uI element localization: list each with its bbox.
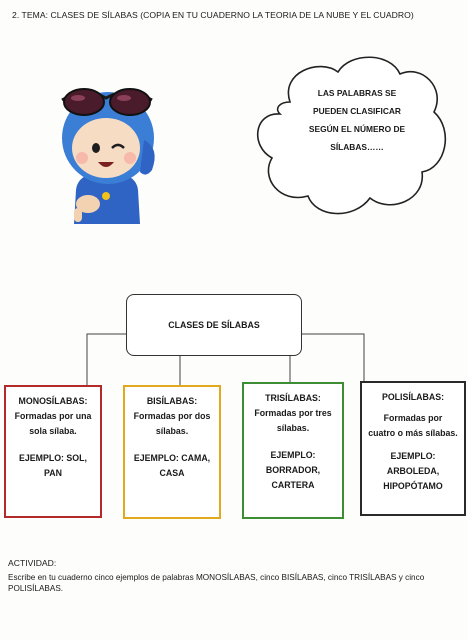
activity-title: ACTIVIDAD: [8, 558, 57, 568]
mascot-face [72, 118, 140, 178]
category-example: CASA [159, 468, 185, 478]
category-box-monosilabas: MONOSÍLABAS: Formadas por una sola sílab… [4, 385, 102, 518]
mascot-eye [92, 143, 100, 153]
mascot-badge [102, 192, 110, 200]
mascot-finger [74, 208, 82, 222]
category-box-bisilabas: BISÍLABAS: Formadas por dos sílabas. EJE… [123, 385, 221, 519]
worksheet-header: 2. TEMA: CLASES DE SÍLABAS (COPIA EN TU … [12, 10, 414, 20]
category-title: TRISÍLABAS: [265, 393, 321, 403]
mascot-hood-tip [140, 140, 155, 175]
category-definition: Formadas por una [14, 411, 92, 421]
category-example: CARTERA [271, 480, 315, 490]
cloud-line: SEGÚN EL NÚMERO DE [308, 124, 406, 134]
cloud-line: SÍLABAS…… [330, 142, 384, 152]
cloud-line: LAS PALABRAS SE [317, 88, 397, 98]
category-definition: Formadas por tres [254, 408, 332, 418]
category-example: EJEMPLO: [270, 450, 316, 460]
mascot-illustration [61, 88, 155, 224]
category-example: ARBOLEDA, [386, 466, 440, 476]
connector-polisilabas [302, 333, 365, 381]
category-definition: sílabas. [276, 423, 310, 433]
sunglasses-lens-right [109, 88, 151, 116]
category-definition: sílabas. [155, 426, 189, 436]
category-example: PAN [44, 468, 62, 478]
mascot-hand [76, 195, 100, 213]
connector-monosilabas [86, 333, 126, 385]
thought-cloud [257, 56, 447, 215]
sunglasses-lens-left [63, 88, 105, 116]
mascot-wink [111, 143, 125, 149]
category-box-polisilabas: POLISÍLABAS: Formadas por cuatro o más s… [360, 381, 466, 516]
category-definition: sola sílaba. [29, 426, 77, 436]
mascot-mouth [98, 162, 114, 167]
category-example: BORRADOR, [265, 465, 321, 475]
category-example: EJEMPLO: [390, 451, 436, 461]
category-title: MONOSÍLABAS: [18, 396, 88, 406]
category-title: BISÍLABAS: [146, 396, 198, 406]
cloud-line: PUEDEN CLASIFICAR [313, 106, 401, 116]
category-box-trisilabas: TRISÍLABAS: Formadas por tres sílabas. E… [242, 382, 344, 519]
category-title: POLISÍLABAS: [381, 392, 445, 402]
category-example: EJEMPLO: CAMA, [133, 453, 211, 463]
category-definition: cuatro o más sílabas. [368, 428, 458, 438]
activity-text: Escribe en tu cuaderno cinco ejemplos de… [8, 573, 425, 593]
diagram-main-box: CLASES DE SÍLABAS [126, 294, 302, 356]
category-definition: Formadas por dos [133, 411, 211, 421]
category-example: HIPOPÓTAMO [383, 481, 443, 491]
cloud-text: LAS PALABRAS SE PUEDEN CLASIFICAR SEGÚN … [298, 84, 416, 156]
category-example: EJEMPLO: SOL, [19, 453, 87, 463]
category-definition: Formadas por [383, 413, 443, 423]
